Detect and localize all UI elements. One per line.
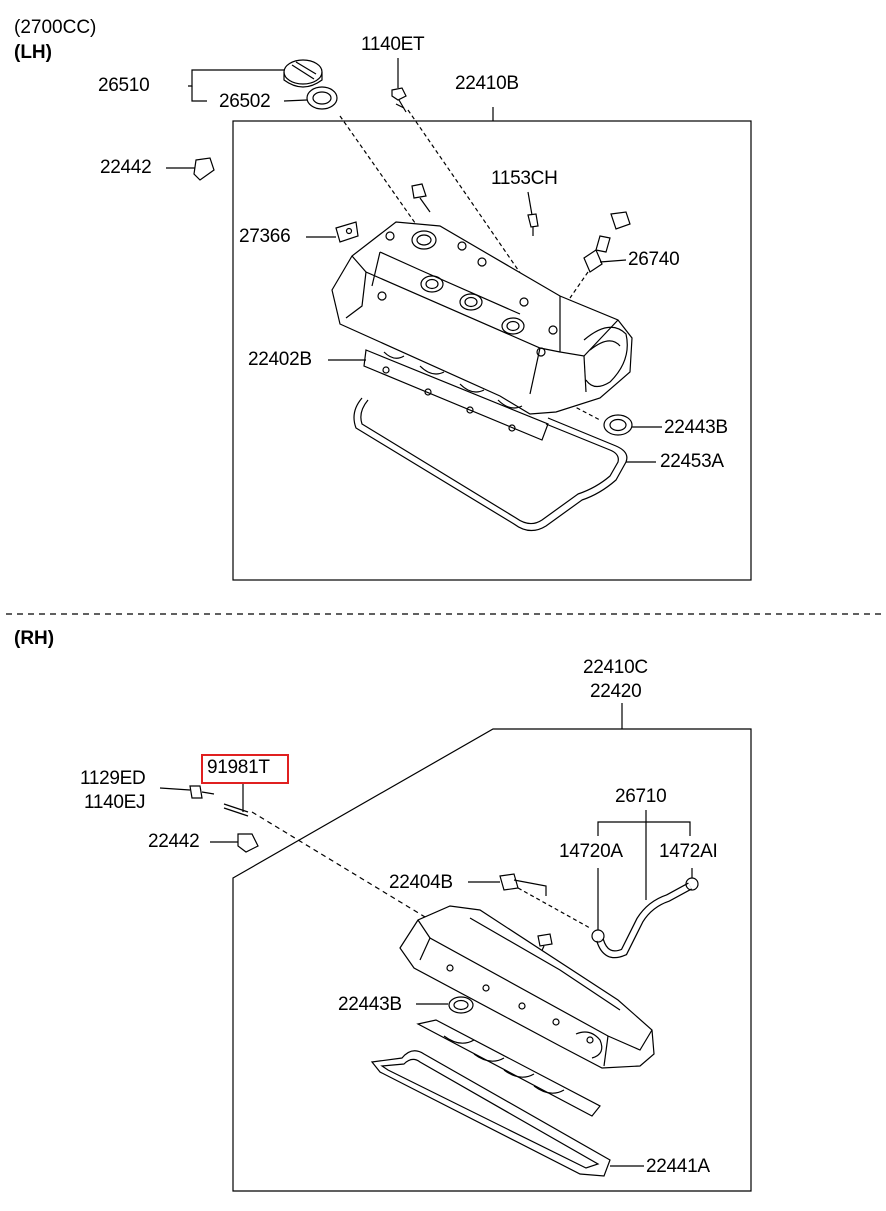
label-27366[interactable]: 27366	[239, 226, 291, 247]
pcv-valve-26740	[569, 211, 631, 299]
label-22442-lh[interactable]: 22442	[100, 157, 152, 178]
pcv-hose-26710	[591, 868, 699, 959]
part-22404b	[468, 873, 591, 929]
label-22402b[interactable]: 22402B	[248, 349, 312, 370]
bolt-1140et	[391, 58, 407, 113]
seal-22443b-lh	[603, 414, 662, 436]
rocker-cover-lh	[331, 221, 633, 415]
seal-22443b-rh	[416, 996, 474, 1014]
label-91981t[interactable]: 91981T	[207, 757, 270, 778]
rh-frame	[232, 728, 752, 1192]
cover-gasket-22441a	[370, 1050, 644, 1177]
label-22410c[interactable]: 22410C	[583, 657, 648, 678]
label-22410b[interactable]: 22410B	[455, 73, 519, 94]
lh-assembly	[166, 58, 752, 581]
label-1472ai[interactable]: 1472AI	[659, 841, 718, 862]
label-26710[interactable]: 26710	[615, 786, 667, 807]
bracket-27366	[306, 221, 359, 243]
label-22443b-rh[interactable]: 22443B	[338, 994, 402, 1015]
lh-frame	[232, 120, 752, 581]
cap-seal	[283, 86, 338, 110]
label-22441a[interactable]: 22441A	[646, 1156, 710, 1177]
bolt-1129ed	[159, 785, 215, 799]
plug-22442-lh	[166, 157, 215, 181]
label-22404b[interactable]: 22404B	[389, 872, 453, 893]
label-26502[interactable]: 26502	[219, 91, 271, 112]
oil-filler-cap	[283, 59, 323, 88]
label-22442-rh[interactable]: 22442	[148, 831, 200, 852]
highlight-box-91981t	[201, 754, 289, 784]
spark-plug-gasket-rh	[416, 1019, 601, 1117]
label-26740[interactable]: 26740	[628, 249, 680, 270]
rocker-cover-rh	[399, 905, 655, 1069]
label-1129ed[interactable]: 1129ED	[80, 768, 146, 789]
rh-assembly	[159, 703, 752, 1192]
cover-gasket-22453a	[353, 397, 656, 532]
rh-header: (RH)	[14, 628, 55, 649]
label-22453a[interactable]: 22453A	[660, 451, 724, 472]
label-1140ej[interactable]: 1140EJ	[84, 792, 146, 813]
label-14720a[interactable]: 14720A	[559, 841, 623, 862]
spark-plug-gaskets	[328, 349, 549, 441]
wiring-91981t	[223, 782, 249, 817]
lh-header: (LH)	[14, 42, 52, 63]
label-26510[interactable]: 26510	[98, 75, 150, 96]
plug-22442-rh	[210, 833, 259, 853]
label-1140et[interactable]: 1140ET	[361, 34, 425, 55]
label-1153ch[interactable]: 1153CH	[491, 168, 558, 189]
label-22420[interactable]: 22420	[590, 681, 642, 702]
label-22443b-lh[interactable]: 22443B	[664, 417, 728, 438]
part-1153ch	[527, 191, 539, 236]
engine-header: (2700CC)	[14, 17, 97, 38]
